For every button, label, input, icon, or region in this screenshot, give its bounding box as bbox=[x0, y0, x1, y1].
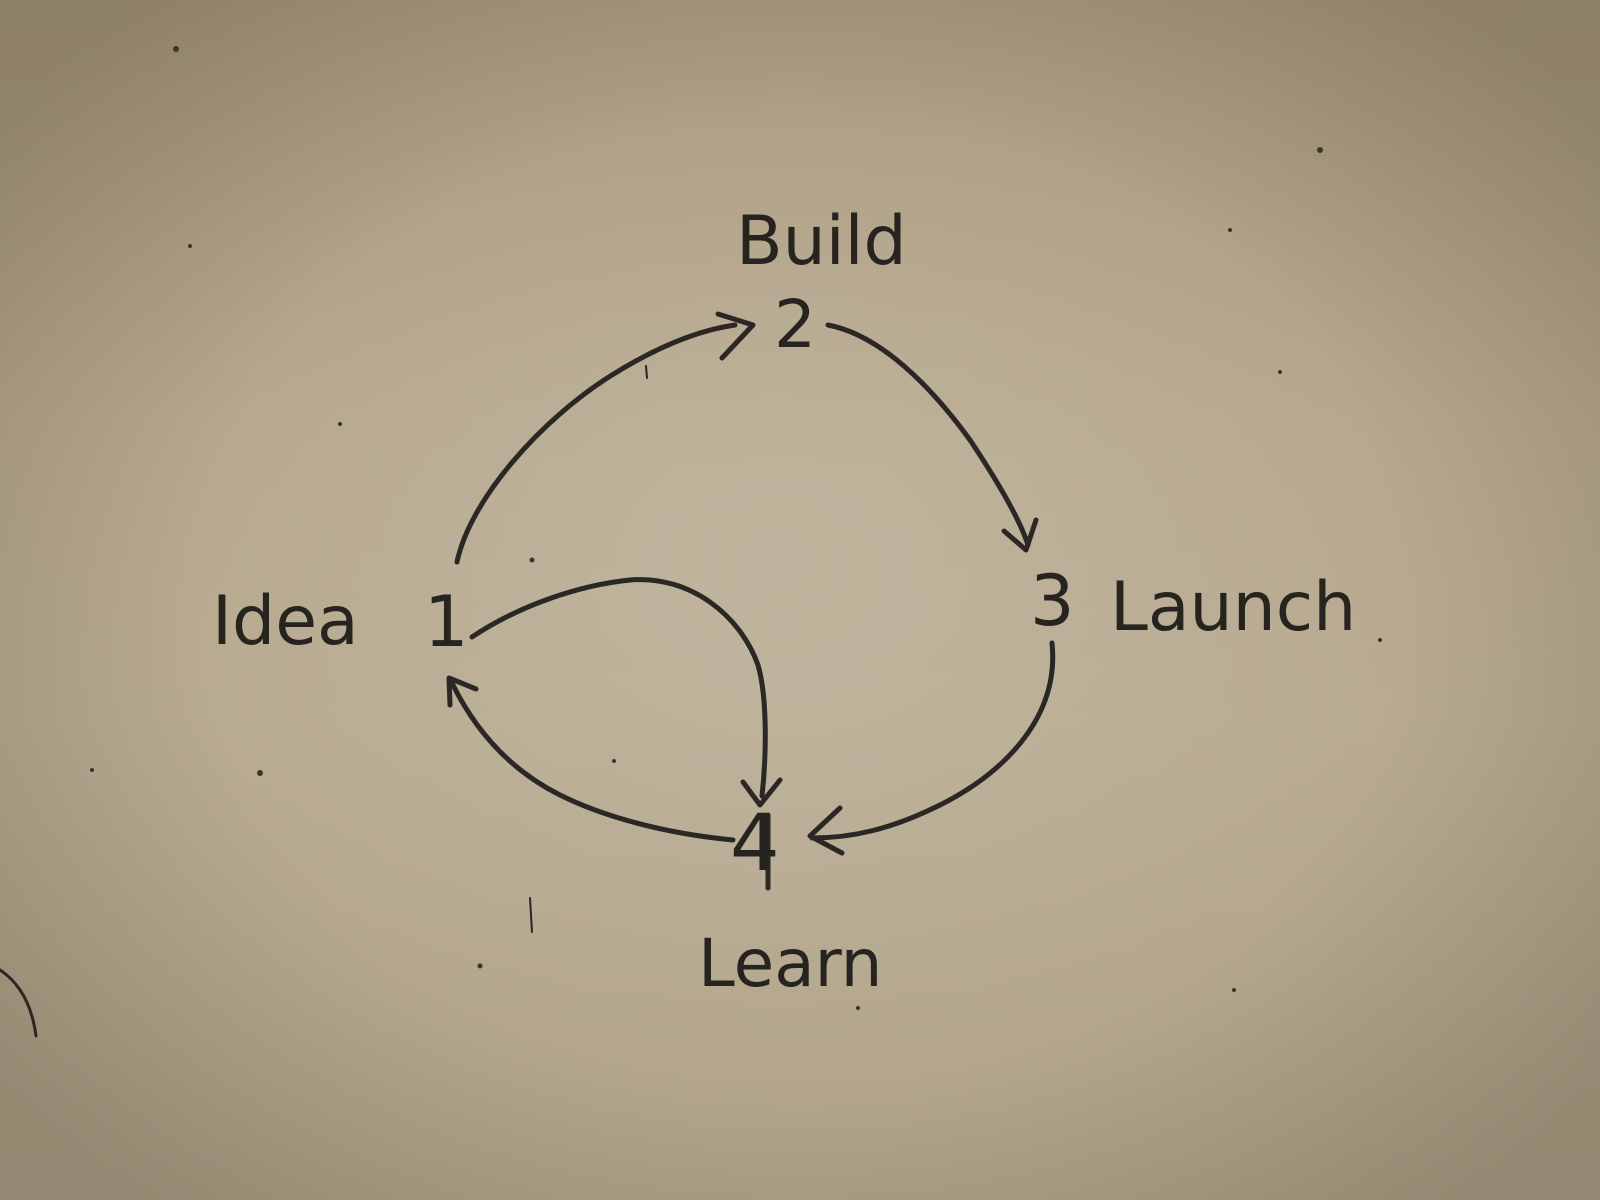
node-label-launch: Launch bbox=[1110, 568, 1356, 647]
node-numbers: 1 2 3 4 bbox=[424, 286, 1075, 889]
arrowhead-3 bbox=[1001, 517, 1039, 553]
arrowhead-4-from-3 bbox=[807, 805, 845, 856]
edge-3-to-4 bbox=[809, 640, 1056, 841]
node-label-learn: Learn bbox=[698, 925, 882, 1002]
node-number-2: 2 bbox=[774, 286, 816, 363]
edge-1-to-4 bbox=[469, 577, 768, 799]
arrowhead-1 bbox=[446, 675, 479, 708]
edge-4-to-1 bbox=[449, 680, 736, 843]
arrowhead-2 bbox=[715, 311, 756, 361]
node-number-1: 1 bbox=[424, 581, 469, 663]
edge-1-to-2 bbox=[454, 322, 738, 565]
board-specks bbox=[0, 46, 1382, 1038]
edge-2-to-3 bbox=[825, 322, 1031, 548]
edges bbox=[446, 311, 1056, 856]
node-label-build: Build bbox=[736, 202, 907, 281]
node-number-3: 3 bbox=[1030, 560, 1075, 642]
node-label-idea: Idea bbox=[212, 582, 359, 661]
arrowhead-4-from-1 bbox=[740, 777, 783, 808]
node-number-4: 4 bbox=[730, 799, 780, 889]
node-labels: Idea Build Launch Learn bbox=[212, 202, 1356, 1002]
